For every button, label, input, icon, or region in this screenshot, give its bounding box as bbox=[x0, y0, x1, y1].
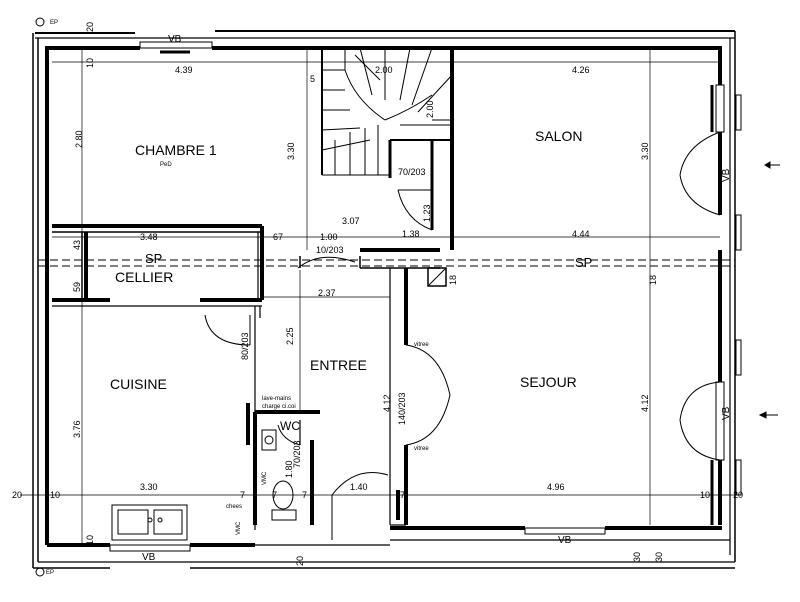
lave-linge-label: lave-mains bbox=[262, 396, 291, 402]
dim-7b: 7 bbox=[272, 490, 277, 500]
vmc-label-2: VMC bbox=[236, 521, 242, 535]
kitchen-sink bbox=[111, 504, 188, 541]
dim-237: 2.37 bbox=[318, 288, 336, 298]
exterior-walls bbox=[32, 30, 736, 569]
dim-330b: 3.30 bbox=[640, 142, 650, 160]
dim-20r: 20 bbox=[733, 490, 743, 500]
dim-10l: 10 bbox=[50, 490, 60, 500]
windows bbox=[109, 41, 742, 552]
dim-20l: 20 bbox=[12, 490, 22, 500]
vitree-2: vitree bbox=[414, 446, 429, 452]
dim-307: 3.07 bbox=[342, 216, 360, 226]
dim-5: 5 bbox=[310, 74, 315, 84]
vitree-1: vitree bbox=[414, 342, 429, 348]
dim-376: 3.76 bbox=[72, 420, 82, 438]
dim-426: 4.26 bbox=[572, 65, 590, 75]
dim-80203: 80/203 bbox=[240, 332, 250, 360]
dim-30a: 30 bbox=[632, 552, 642, 562]
dim-70203a: 70/203 bbox=[398, 167, 426, 177]
dim-444: 4.44 bbox=[572, 229, 590, 239]
room-chambre-sub: PeD bbox=[160, 162, 172, 168]
staircase bbox=[321, 47, 453, 176]
dim-18b: 18 bbox=[648, 275, 658, 285]
dim-123: 1.23 bbox=[422, 204, 432, 222]
dim-225: 2.25 bbox=[285, 327, 295, 345]
vb-bottom-right: VB bbox=[558, 535, 572, 546]
sp-label-right: SP bbox=[575, 255, 592, 270]
dim-67: 67 bbox=[273, 232, 283, 242]
dim-140203: 140/203 bbox=[397, 392, 407, 425]
dim-200b: 2.00 bbox=[425, 100, 435, 118]
dim-20tl: 20 bbox=[85, 22, 95, 32]
room-salon: SALON bbox=[535, 128, 582, 144]
interior-walls bbox=[52, 48, 454, 530]
dim-138: 1.38 bbox=[402, 229, 420, 239]
sp-label-left: SP bbox=[145, 251, 162, 266]
vb-right-top: VB bbox=[721, 168, 732, 182]
room-chambre: CHAMBRE 1 bbox=[135, 142, 217, 158]
dim-10r: 10 bbox=[700, 490, 710, 500]
doors bbox=[204, 131, 721, 540]
room-cuisine: CUISINE bbox=[110, 376, 167, 392]
ep-top: EP bbox=[50, 20, 58, 26]
ep-markers bbox=[35, 17, 45, 577]
dim-496: 4.96 bbox=[547, 482, 565, 492]
dim-439: 4.39 bbox=[175, 65, 193, 75]
ep-bottom: EP bbox=[46, 570, 54, 576]
dim-412b: 4.12 bbox=[640, 394, 650, 412]
wc-fixtures bbox=[261, 429, 297, 521]
vb-bottom-left: VB bbox=[142, 552, 156, 563]
room-cellier: CELLIER bbox=[115, 269, 173, 285]
chauffe-label: chees bbox=[226, 504, 242, 510]
dim-330a: 3.30 bbox=[286, 142, 296, 160]
dim-30b: 30 bbox=[654, 552, 664, 562]
dim-280: 2.80 bbox=[74, 130, 84, 148]
dim-7a: 7 bbox=[240, 490, 245, 500]
vmc-label-1: VMC bbox=[262, 471, 268, 485]
vb-right-bottom: VB bbox=[721, 406, 732, 420]
dim-59: 59 bbox=[72, 282, 82, 292]
dim-180: 1.80 bbox=[284, 460, 294, 478]
dim-7d: 7 bbox=[400, 490, 405, 500]
arrows bbox=[758, 161, 780, 419]
dim-140: 1.40 bbox=[350, 482, 368, 492]
dim-348: 3.48 bbox=[140, 232, 158, 242]
dimension-lines bbox=[20, 48, 735, 545]
dim-18a: 18 bbox=[448, 275, 458, 285]
charge-label: charge ci.coi bbox=[262, 404, 296, 410]
dim-100: 1.00 bbox=[320, 232, 338, 242]
dim-70203b: 70/203 bbox=[292, 440, 302, 468]
dim-20b: 20 bbox=[295, 556, 305, 566]
dim-7c: 7 bbox=[302, 490, 307, 500]
room-wc: WC bbox=[280, 419, 300, 433]
vb-top: VB bbox=[168, 34, 182, 45]
room-sejour: SEJOUR bbox=[520, 374, 577, 390]
dim-412a: 4.12 bbox=[382, 394, 392, 412]
dim-10bl: 10 bbox=[85, 535, 95, 545]
dim-330c: 3.30 bbox=[140, 482, 158, 492]
sp-line bbox=[38, 259, 735, 267]
dim-10203: 10/203 bbox=[316, 245, 344, 255]
dim-200a: 2.00 bbox=[375, 65, 393, 75]
dim-43: 43 bbox=[72, 240, 82, 250]
dim-10tl: 10 bbox=[85, 58, 95, 68]
room-entree: ENTREE bbox=[310, 357, 367, 373]
